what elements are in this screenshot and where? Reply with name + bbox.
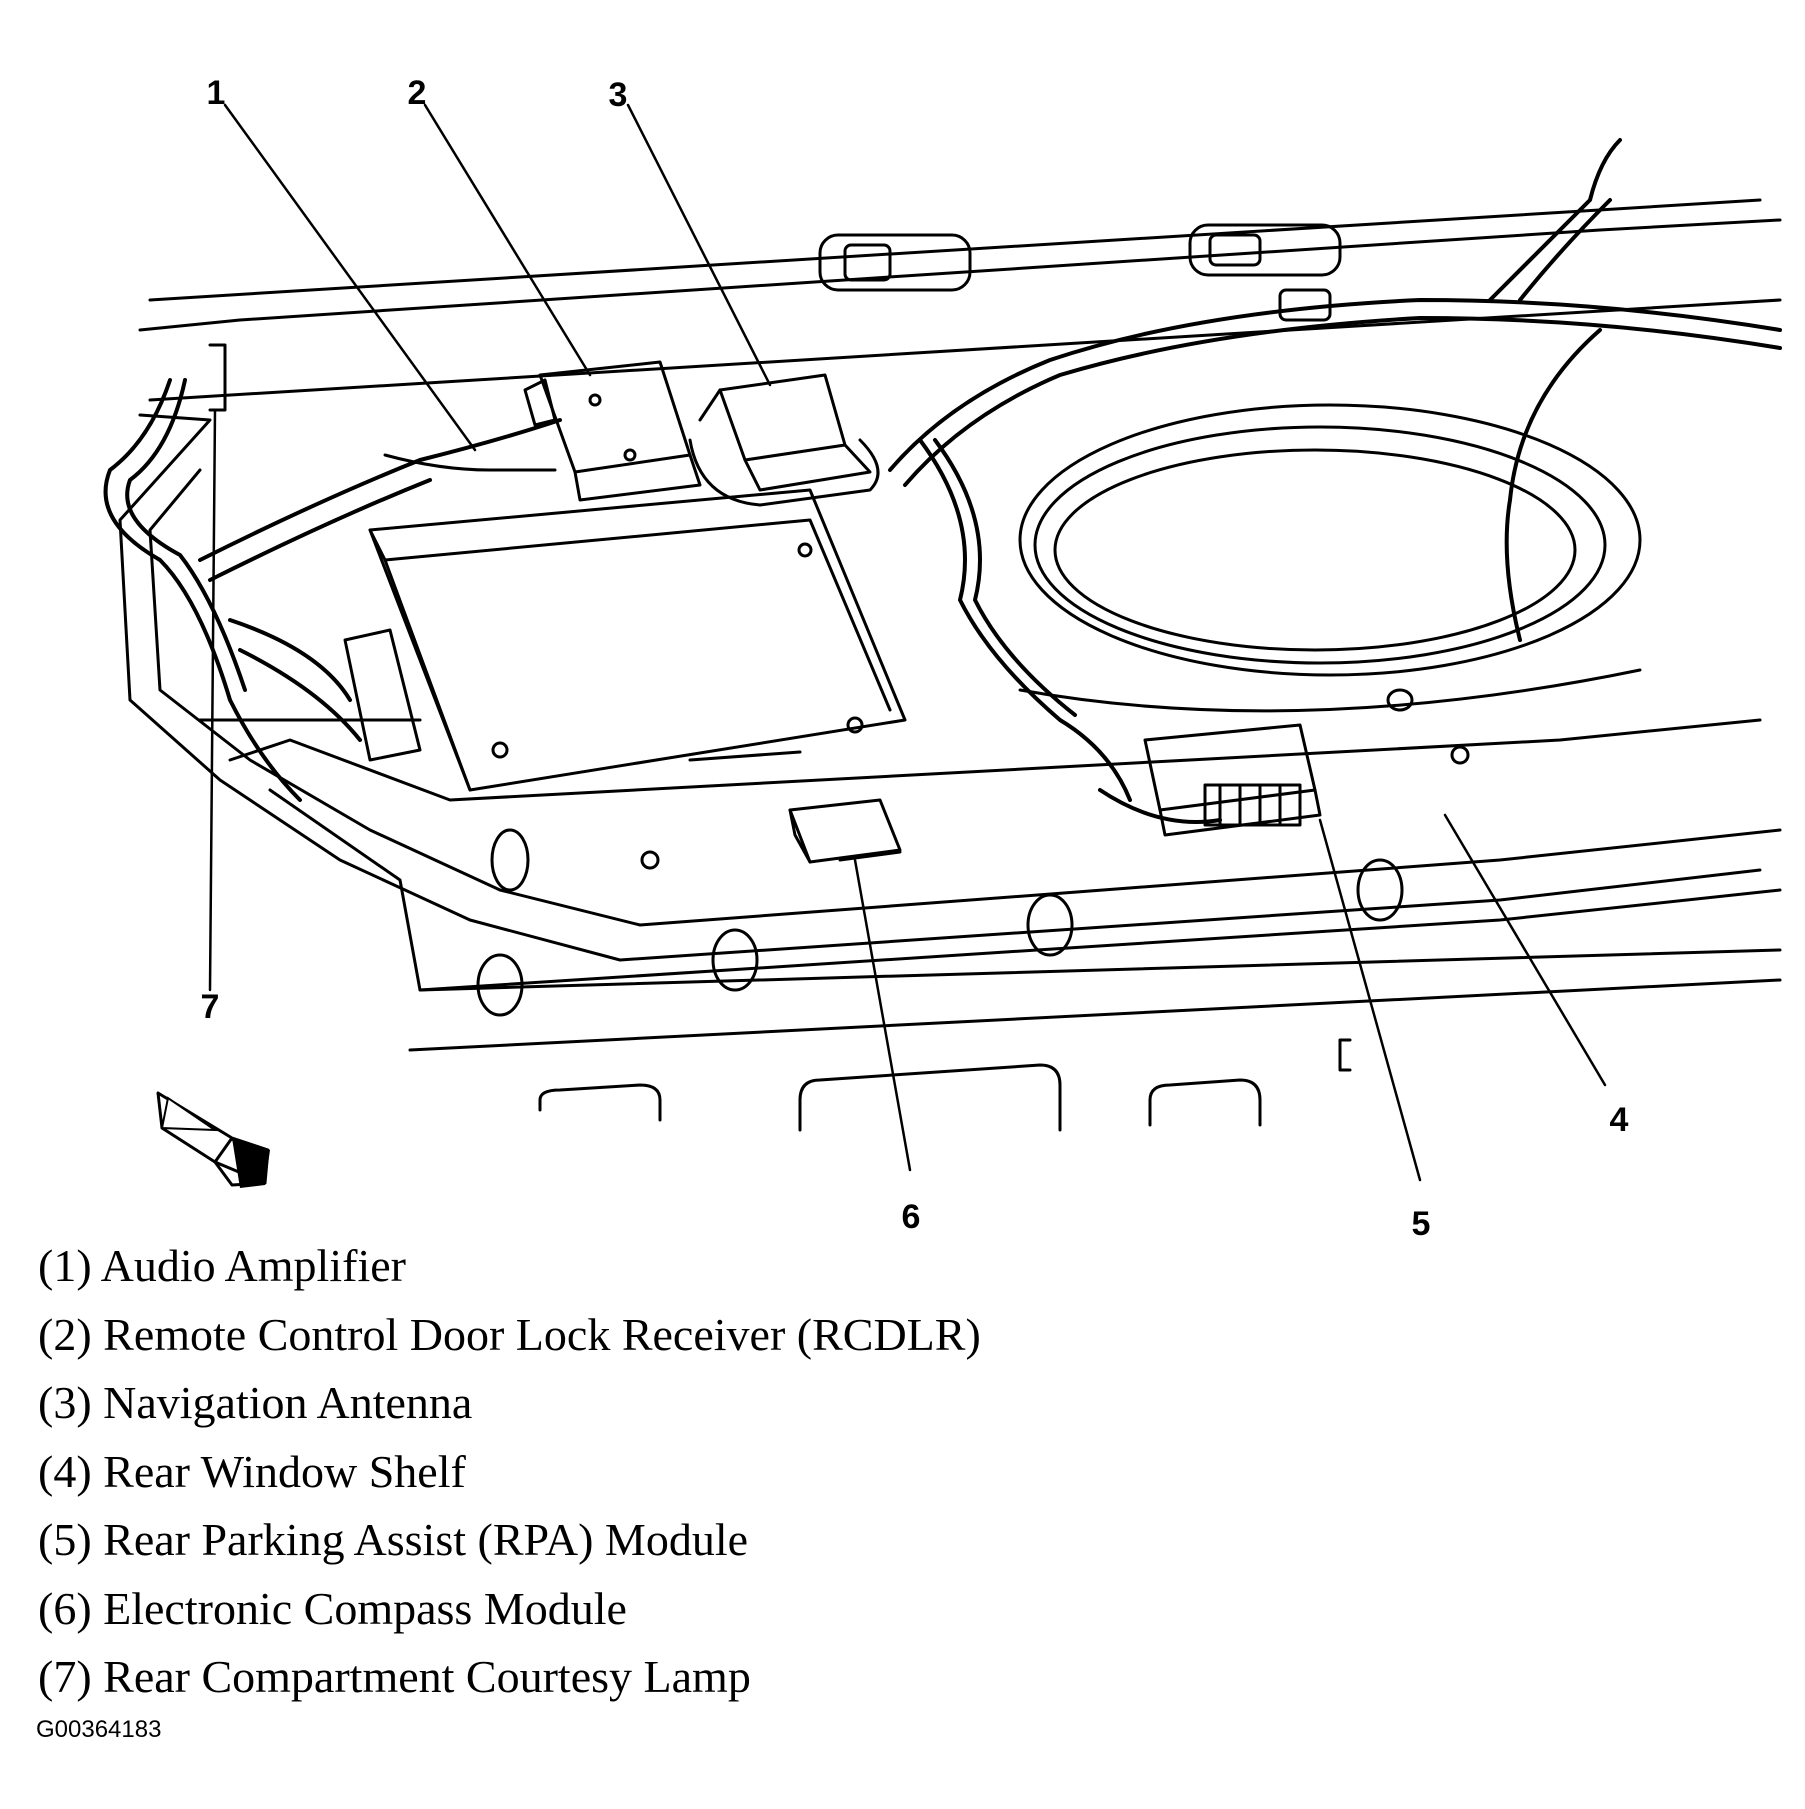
- shelf-outline: [118, 198, 1782, 1052]
- leader-line-4: [1443, 813, 1607, 1087]
- rear-parking-assist-module: [1143, 723, 1322, 837]
- shelf-slots: [818, 223, 1342, 322]
- component-legend: (1) Audio Amplifier (2) Remote Control D…: [38, 1232, 981, 1712]
- legend-item-rcdlr: (2) Remote Control Door Lock Receiver (R…: [38, 1308, 981, 1360]
- callout-2: 2: [407, 74, 427, 112]
- callout-3: 3: [608, 76, 628, 114]
- legend-item-rear-window-shelf: (4) Rear Window Shelf: [38, 1445, 466, 1497]
- remote-control-door-lock-receiver: [383, 360, 702, 502]
- figure-id: G00364183: [36, 1716, 162, 1743]
- speaker-opening: [1018, 403, 1642, 713]
- tie-down-bolts: [476, 688, 1470, 1017]
- legend-item-courtesy-lamp: (7) Rear Compartment Courtesy Lamp: [38, 1651, 751, 1702]
- legend-item-navigation-antenna: (3) Navigation Antenna: [38, 1377, 473, 1428]
- wiring-harness: [103, 138, 1782, 824]
- rear-compartment-courtesy-lamp: [208, 343, 227, 412]
- leader-line-5: [1318, 818, 1422, 1182]
- callout-7: 7: [200, 988, 220, 1026]
- audio-amplifier: [343, 488, 907, 792]
- leader-line-1: [223, 103, 477, 452]
- leader-line-7: [208, 408, 217, 992]
- navigation-antenna: [688, 373, 880, 507]
- callout-5: 5: [1411, 1205, 1431, 1243]
- legend-item-rpa-module: (5) Rear Parking Assist (RPA) Module: [38, 1514, 749, 1565]
- trunk-floor: [538, 1038, 1352, 1132]
- callout-1: 1: [206, 74, 226, 112]
- legend-item-audio-amplifier: (1) Audio Amplifier: [38, 1240, 406, 1291]
- leader-line-3: [626, 103, 772, 387]
- leader-line-6: [853, 858, 912, 1172]
- callout-4: 4: [1609, 1101, 1629, 1139]
- legend-item-electronic-compass-module: (6) Electronic Compass Module: [38, 1582, 627, 1634]
- electronic-compass-module: [788, 798, 902, 864]
- leader-line-2: [423, 103, 592, 377]
- leader-lines: [208, 103, 1607, 1182]
- callout-6: 6: [901, 1198, 921, 1236]
